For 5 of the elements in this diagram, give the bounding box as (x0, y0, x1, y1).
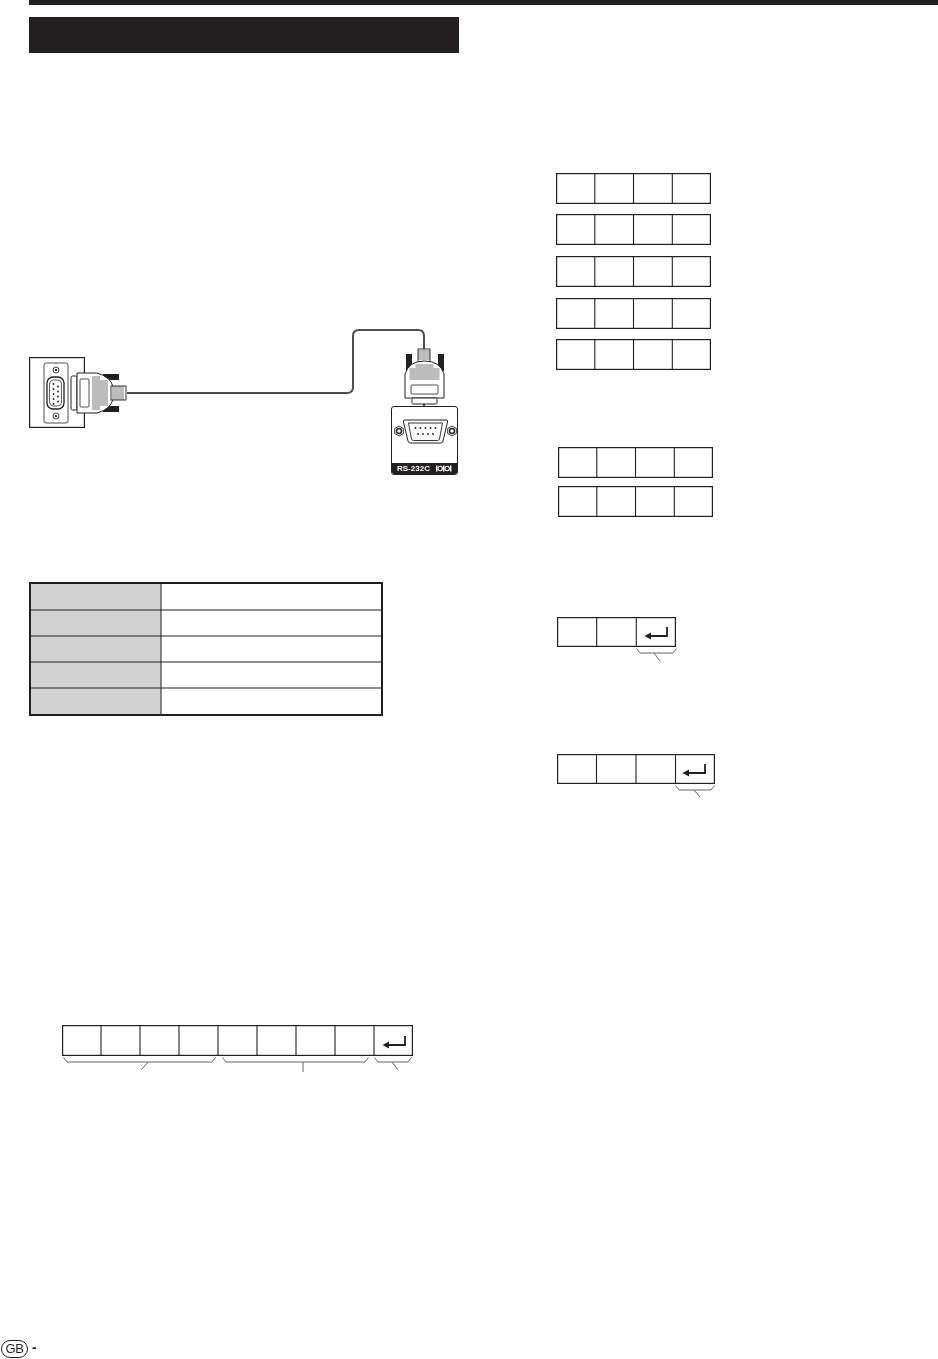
port-label: RS-232C (397, 464, 430, 473)
terminal-panel (391, 406, 458, 475)
heading-bar (29, 17, 459, 53)
serial-connector-picture (29, 357, 127, 428)
page-dash: - (32, 1339, 37, 1355)
